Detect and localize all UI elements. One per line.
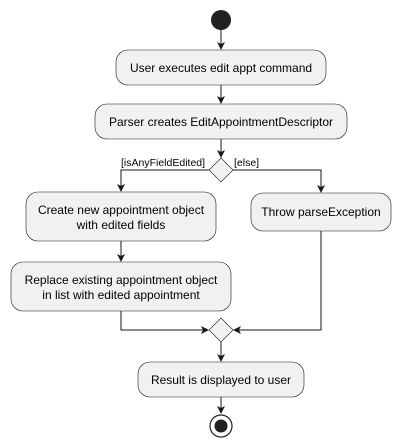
edges bbox=[117, 30, 325, 414]
end-node bbox=[209, 414, 233, 438]
activity-result-displayed: Result is displayed to user bbox=[137, 361, 305, 398]
merge-diamond bbox=[208, 317, 234, 343]
activity-replace-existing-appointment: Replace existing appointment object in l… bbox=[10, 261, 232, 312]
activity-user-executes-label: User executes edit appt command bbox=[130, 61, 312, 75]
guard-else: [else] bbox=[234, 157, 259, 169]
activity-replace-line1: Replace existing appointment object bbox=[25, 273, 218, 287]
guard-is-any-field-edited: [isAnyFieldEdited] bbox=[121, 157, 205, 169]
activity-create-new-line2: with edited fields bbox=[76, 218, 166, 232]
activity-throw-parse-exception-label: Throw parseException bbox=[261, 205, 380, 219]
activity-user-executes: User executes edit appt command bbox=[115, 49, 327, 86]
activity-result-displayed-label: Result is displayed to user bbox=[151, 373, 291, 387]
activity-throw-parse-exception: Throw parseException bbox=[250, 192, 392, 232]
activity-create-new-appointment: Create new appointment object with edite… bbox=[25, 191, 217, 242]
activity-parser-creates-label: Parser creates EditAppointmentDescriptor bbox=[109, 115, 333, 129]
decision-diamond bbox=[208, 157, 234, 183]
activity-replace-line2: in list with edited appointment bbox=[42, 288, 200, 302]
activity-parser-creates: Parser creates EditAppointmentDescriptor bbox=[94, 103, 348, 140]
activity-create-new-line1: Create new appointment object bbox=[38, 203, 205, 217]
start-node bbox=[211, 10, 231, 30]
